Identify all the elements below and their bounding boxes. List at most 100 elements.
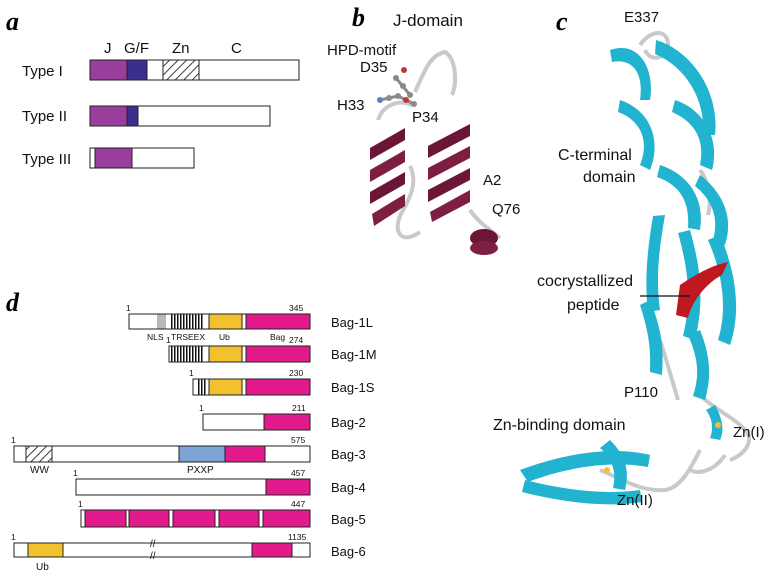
bag-2-end: 211 — [292, 403, 306, 413]
p34-label: P34 — [412, 109, 439, 126]
hpd-motif-label: HPD-motif — [327, 42, 397, 59]
trseex-repeats — [171, 346, 204, 362]
hsp40-structure — [520, 31, 751, 505]
bag-1m-end: 274 — [289, 335, 303, 345]
bag-4-bar — [75, 478, 311, 496]
bag-1l-name: Bag-1L — [331, 315, 373, 330]
zn-binding-label: Zn-binding domain — [493, 417, 626, 434]
ww-domain — [25, 445, 53, 463]
bag-1m-start: 1 — [166, 335, 171, 345]
trseex-label: TRSEEX — [171, 332, 205, 342]
trseex-repeats — [171, 314, 204, 329]
zinc-2-marker — [604, 467, 610, 473]
bag-domain — [263, 413, 311, 431]
bag-domain-2 — [128, 509, 170, 528]
ub-domain — [27, 542, 64, 558]
type-2-label: Type II — [22, 108, 67, 125]
type-3-label: Type III — [22, 151, 71, 168]
bag-2-bar — [202, 413, 311, 431]
bag-6-start: 1 — [11, 532, 16, 542]
header-c: C — [231, 40, 242, 57]
panel-label-b: b — [352, 3, 365, 32]
bag-domain-3 — [172, 509, 216, 528]
hpd-motif-sticks — [377, 67, 417, 107]
trseex-repeats — [197, 379, 207, 395]
q76-label: Q76 — [492, 201, 520, 218]
bag-5-start: 1 — [78, 499, 83, 509]
helix-3 — [470, 229, 498, 255]
helix-1 — [370, 128, 405, 226]
j-domain-structure — [370, 49, 502, 255]
bag-domain — [245, 345, 311, 363]
cocrystallized-peptide — [676, 262, 728, 318]
bag-1m-name: Bag-1M — [331, 347, 377, 362]
p110-label: P110 — [624, 384, 658, 401]
bag-domain — [245, 313, 311, 330]
j-domain-title: J-domain — [393, 11, 463, 30]
bag-domain — [245, 378, 311, 396]
bag-1s-name: Bag-1S — [331, 380, 375, 395]
cocrystallized-label-2: peptide — [567, 297, 620, 314]
nls-domain — [157, 314, 166, 329]
ub6-label: Ub — [36, 562, 49, 572]
bag-1s-bar — [192, 378, 311, 396]
bag-4-start: 1 — [73, 468, 78, 478]
helix-2 — [428, 124, 470, 222]
break-mark-lower: // — [150, 551, 156, 562]
d35-label: D35 — [360, 59, 388, 76]
bag-6-bar — [13, 542, 311, 558]
type-1-bar — [89, 59, 300, 81]
bag-2-start: 1 — [199, 403, 204, 413]
h33-label: H33 — [337, 97, 365, 114]
bag-3-name: Bag-3 — [331, 447, 366, 462]
type-3-bar — [89, 147, 195, 169]
gf-domain — [126, 59, 148, 81]
ub-domain — [208, 313, 243, 330]
bag-1l-end: 345 — [289, 303, 303, 313]
panel-label-c: c — [556, 7, 568, 36]
bag-domain — [265, 478, 311, 496]
pxxp-domain — [178, 445, 226, 463]
bag-1s-start: 1 — [189, 368, 194, 378]
bag-label: Bag — [270, 332, 285, 342]
e337-label: E337 — [624, 9, 659, 26]
header-gf: G/F — [124, 40, 149, 57]
bag-1l-start: 1 — [126, 303, 131, 313]
a2-label: A2 — [483, 172, 501, 189]
bag-6-end: 1135 — [288, 532, 307, 542]
type-1-label: Type I — [22, 63, 63, 80]
bag-5-end: 447 — [291, 499, 305, 509]
bag-domain-1 — [84, 509, 127, 528]
bag-3-end: 575 — [291, 435, 305, 445]
bag-6-name: Bag-6 — [331, 544, 366, 559]
ub-domain — [208, 378, 243, 396]
bag-domain-4 — [218, 509, 260, 528]
zinc-1-marker — [715, 422, 721, 428]
c-terminal-label-1: C-terminal — [558, 147, 632, 164]
nls-label: NLS — [147, 332, 164, 342]
bag-5-bar — [80, 509, 311, 528]
zn2-label: Zn(II) — [617, 492, 653, 509]
ww-label: WW — [30, 465, 49, 476]
j-domain — [94, 147, 133, 169]
type-2-bar — [89, 105, 271, 127]
bag-1s-end: 230 — [289, 368, 303, 378]
bag-1m-bar — [168, 345, 311, 363]
cocrystallized-label-1: cocrystallized — [537, 273, 633, 290]
bag-1l-bar — [128, 313, 311, 330]
panel-label-a: a — [6, 7, 19, 36]
header-zn: Zn — [172, 40, 190, 57]
zn1-label: Zn(I) — [733, 424, 765, 441]
bag-3-bar — [13, 445, 311, 463]
bag-4-end: 457 — [291, 468, 305, 478]
bag-3-start: 1 — [11, 435, 16, 445]
bag-2-name: Bag-2 — [331, 415, 366, 430]
break-mark-upper: // — [150, 539, 156, 550]
header-j: J — [104, 40, 112, 57]
pxxp-label: PXXP — [187, 465, 214, 476]
bag-domain — [224, 445, 266, 463]
bag-5-name: Bag-5 — [331, 512, 366, 527]
bag-domain-5 — [262, 509, 311, 528]
zn-domain — [162, 59, 200, 81]
